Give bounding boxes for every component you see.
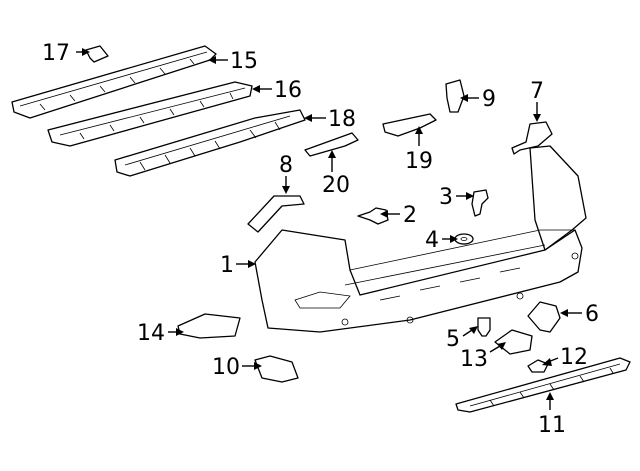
part-8-stay	[247, 195, 305, 233]
part-20-bracket	[304, 132, 359, 157]
part-6-bracket	[527, 301, 561, 333]
callout-8: 8	[279, 153, 293, 178]
callout-12: 12	[560, 345, 588, 370]
part-5-bolt	[477, 317, 491, 337]
part-12-clip	[527, 359, 549, 373]
callout-6: 6	[585, 302, 599, 327]
callout-15: 15	[230, 49, 258, 74]
callout-5: 5	[446, 327, 460, 352]
callout-3: 3	[439, 185, 453, 210]
leader-lines	[76, 48, 582, 410]
part-16-reinforcement	[47, 81, 253, 147]
callout-13: 13	[460, 347, 488, 372]
part-15-energy-absorber	[11, 45, 217, 119]
part-2-clip	[357, 207, 389, 225]
part-14-reflector	[177, 313, 241, 339]
callout-17: 17	[42, 41, 70, 66]
part-7-bracket	[511, 121, 553, 155]
part-10-bracket	[254, 355, 299, 383]
part-11-garnish	[455, 357, 631, 413]
part-19-bracket	[382, 113, 437, 137]
callout-1: 1	[220, 253, 234, 278]
callout-9: 9	[482, 87, 496, 112]
callout-2: 2	[403, 203, 417, 228]
callout-labels: 17 15 16 18 20 19 9 7 8 3 2 4 1 6 5 14 1…	[42, 41, 599, 438]
callout-18: 18	[328, 107, 356, 132]
part-13-bracket	[494, 329, 533, 355]
part-3-bolt	[471, 189, 489, 217]
part-1-bumper-cover	[254, 145, 587, 333]
callout-7: 7	[530, 79, 544, 104]
part-17-clip	[85, 45, 109, 63]
callout-19: 19	[405, 149, 433, 174]
callout-11: 11	[538, 413, 566, 438]
callout-16: 16	[274, 78, 302, 103]
part-18-retainer	[114, 109, 306, 177]
callout-10: 10	[212, 355, 240, 380]
callout-4: 4	[425, 228, 439, 253]
part-9-bracket	[445, 79, 465, 113]
callout-20: 20	[322, 173, 350, 198]
callout-14: 14	[137, 321, 165, 346]
